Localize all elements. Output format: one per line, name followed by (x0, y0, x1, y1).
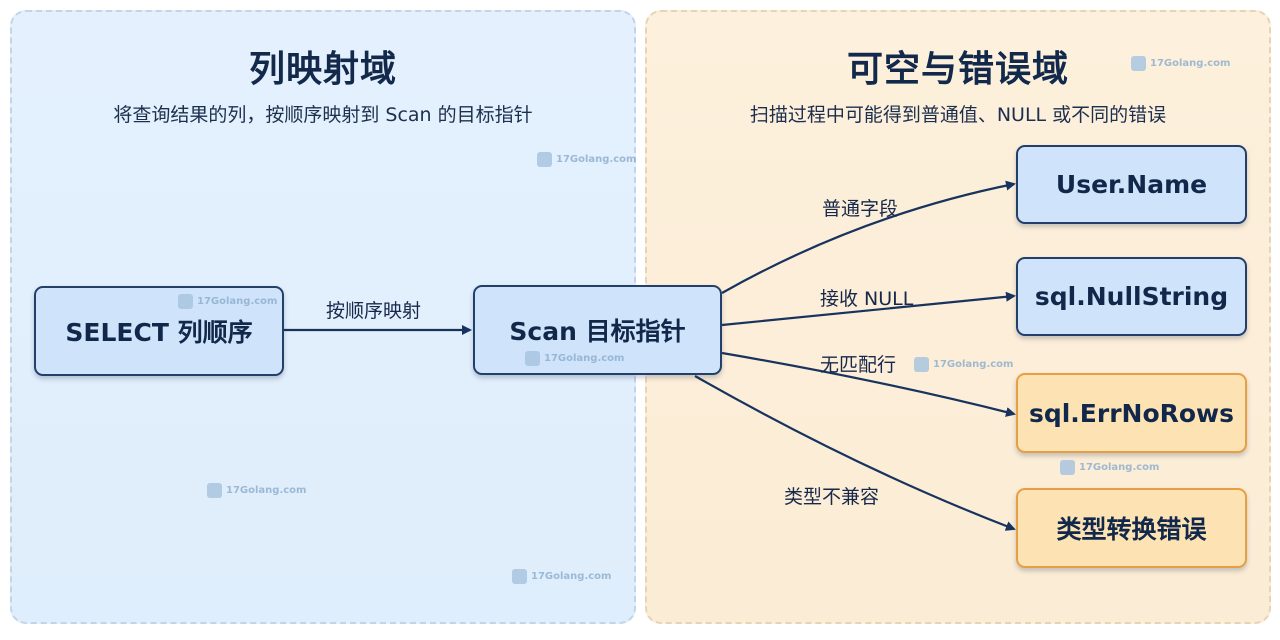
watermark: 17Golang.com (525, 351, 624, 366)
watermark-logo-icon (914, 357, 929, 372)
edge-receive-null (721, 291, 1016, 327)
watermark-logo-icon (178, 294, 193, 309)
watermark: 17Golang.com (537, 152, 636, 167)
watermark: 17Golang.com (207, 483, 306, 498)
watermark-logo-icon (207, 483, 222, 498)
node-null-string: sql.NullString (1016, 257, 1247, 336)
watermark: 17Golang.com (178, 294, 277, 309)
node-type-conversion-error: 类型转换错误 (1016, 488, 1247, 568)
column-mapping-subtitle: 将查询结果的列，按顺序映射到 Scan 的目标指针 (113, 104, 533, 126)
edge-type-incompatible (694, 375, 1016, 531)
edge-label-no-match-row: 无匹配行 (820, 354, 897, 376)
node-scan-target: Scan 目标指针 (473, 285, 722, 375)
watermark-logo-icon (537, 152, 552, 167)
watermark: 17Golang.com (1060, 460, 1159, 475)
node-err-no-rows: sql.ErrNoRows (1016, 373, 1247, 453)
watermark-logo-icon (525, 351, 540, 366)
column-mapping-title: 列映射域 (248, 49, 397, 90)
node-user-name: User.Name (1016, 145, 1247, 224)
edge-label-receive-null: 接收 NULL (820, 288, 914, 310)
edge-no-match-row (721, 351, 1016, 417)
node-select-columns: SELECT 列顺序 (34, 286, 284, 376)
nullable-error-title: 可空与错误域 (846, 49, 1069, 90)
watermark-logo-icon (1131, 56, 1146, 71)
watermark: 17Golang.com (512, 569, 611, 584)
edge-label-map-in-order: 按顺序映射 (326, 300, 422, 322)
edge-label-regular-field: 普通字段 (822, 198, 899, 220)
watermark: 17Golang.com (914, 357, 1013, 372)
edge-label-type-incompatible: 类型不兼容 (784, 486, 880, 508)
edge-regular-field (721, 180, 1016, 294)
watermark-logo-icon (512, 569, 527, 584)
watermark: 17Golang.com (1131, 56, 1230, 71)
watermark-logo-icon (1060, 460, 1075, 475)
nullable-error-subtitle: 扫描过程中可能得到普通值、NULL 或不同的错误 (749, 104, 1167, 126)
